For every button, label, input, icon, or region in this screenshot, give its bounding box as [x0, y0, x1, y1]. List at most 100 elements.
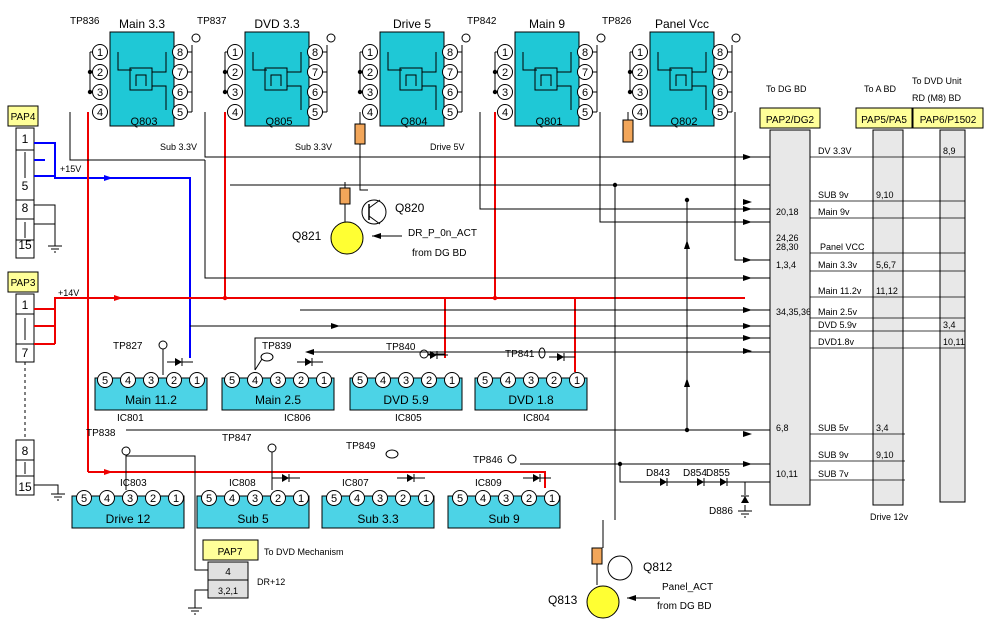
- mosfet-chip: [109, 31, 175, 127]
- pin-number: 3: [403, 375, 409, 387]
- test-point: [267, 443, 277, 453]
- ic-pin-3: [143, 372, 159, 388]
- pin-number: 2: [426, 375, 432, 387]
- feed: [69, 112, 205, 161]
- pin-number: 5: [357, 375, 363, 387]
- ic-pin-2: [166, 372, 182, 388]
- pin-number: 3: [528, 375, 534, 387]
- ic-pin-4: [500, 372, 516, 388]
- chip-trace: [422, 52, 437, 73]
- ic-pin-4: [349, 490, 365, 506]
- chip-trace: [692, 85, 707, 110]
- a-pin: 9,10: [876, 450, 894, 460]
- ic-pin-3: [270, 372, 286, 388]
- dg-pin: 6,8: [776, 423, 789, 433]
- connector-pin: 8: [22, 444, 29, 458]
- q821-label: Q821: [292, 229, 322, 243]
- chip-symbol: [264, 67, 288, 91]
- pin-number: 4: [252, 375, 258, 387]
- q820-collector: [368, 199, 381, 209]
- feed: [734, 112, 770, 261]
- pin-number: 2: [298, 375, 304, 387]
- pin-number: 3: [127, 493, 133, 505]
- ic-pin-2: [293, 372, 309, 388]
- pin-number: 4: [480, 493, 486, 505]
- diode-label: D886: [709, 506, 733, 517]
- a-header: To A BD: [864, 84, 897, 94]
- diode: [720, 478, 727, 486]
- diode: [697, 478, 704, 486]
- q821-signal: DR_P_0n_ACT: [408, 228, 477, 239]
- pin-number: 5: [717, 107, 723, 119]
- pin-number: 5: [312, 107, 318, 119]
- chip-trace: [692, 52, 707, 73]
- pin-number: 2: [526, 493, 532, 505]
- rail-name: SUB 7v: [818, 469, 849, 479]
- junction-dot: [492, 69, 498, 75]
- rail-name: Main 2.5v: [818, 307, 858, 317]
- mosfet-ref: Q804: [401, 116, 428, 128]
- pin-number: 3: [502, 87, 508, 99]
- connector-pin: 8: [22, 201, 29, 215]
- pap3-label: PAP3: [11, 278, 36, 289]
- pin-number: 4: [97, 107, 103, 119]
- ic-name: Main 2.5: [255, 393, 301, 407]
- chip-symbol: [399, 67, 423, 91]
- pin-number: 1: [637, 47, 643, 59]
- diode-label: D843: [646, 468, 670, 479]
- ic-name: DVD 5.9: [383, 393, 429, 407]
- pin-number: 3: [503, 493, 509, 505]
- tp-label: TP826: [602, 16, 632, 27]
- pin-number: 2: [232, 67, 238, 79]
- pin-number: 4: [229, 493, 235, 505]
- a-label: PAP5/PA5: [861, 115, 907, 126]
- chip-trace: [422, 85, 437, 110]
- chip-symbol: [534, 67, 558, 91]
- blue-15v: [95, 177, 191, 358]
- pin-number: 6: [312, 87, 318, 99]
- rail-note: Sub 3.3V: [160, 142, 197, 152]
- pin-number: 5: [482, 375, 488, 387]
- pin-number: 2: [400, 493, 406, 505]
- chip-trace: [557, 85, 572, 110]
- pin-number: 2: [275, 493, 281, 505]
- ic-pin-1: [569, 372, 585, 388]
- tp-label: TP849: [346, 441, 376, 452]
- test-point: [121, 446, 131, 456]
- pin-number: 1: [97, 47, 103, 59]
- dvd-pin: 10,11: [943, 337, 965, 347]
- pin-number: 3: [232, 87, 238, 99]
- pin-4: [632, 104, 648, 120]
- pin-number: 4: [502, 107, 508, 119]
- connector-pin: 3,2,1: [218, 586, 238, 596]
- ic-pin-5: [224, 372, 240, 388]
- red-14v: [34, 298, 56, 310]
- ic-name: Sub 3.3: [357, 512, 399, 526]
- pin-number: 7: [717, 67, 723, 79]
- ic-pin-1: [444, 372, 460, 388]
- pin-number: 1: [549, 493, 555, 505]
- ic-pin-3: [498, 490, 514, 506]
- connector-pin: 1: [22, 298, 29, 312]
- chip-trace: [657, 52, 672, 71]
- chip-symbol: [405, 74, 417, 86]
- pin-number: 1: [321, 375, 327, 387]
- arrow-right: [743, 219, 752, 225]
- pap4-body: [15, 127, 35, 259]
- mosfet-name: DVD 3.3: [254, 17, 300, 31]
- ic-pin-1: [293, 490, 309, 506]
- diode: [282, 474, 289, 482]
- pin-number: 7: [312, 67, 318, 79]
- rail-note: Sub 3.3V: [295, 142, 332, 152]
- chip-trace: [557, 52, 572, 73]
- test-point: [260, 352, 274, 362]
- q820-emitter: [368, 215, 381, 225]
- ic-name: Sub 5: [237, 512, 269, 526]
- mosfet-chip: [649, 31, 715, 127]
- pin-number: 1: [173, 493, 179, 505]
- feed: [254, 337, 770, 370]
- pin-number: 5: [102, 375, 108, 387]
- pin-4: [92, 104, 108, 120]
- ic-pin-1: [189, 372, 205, 388]
- dg-pin: 1,3,4: [776, 260, 796, 270]
